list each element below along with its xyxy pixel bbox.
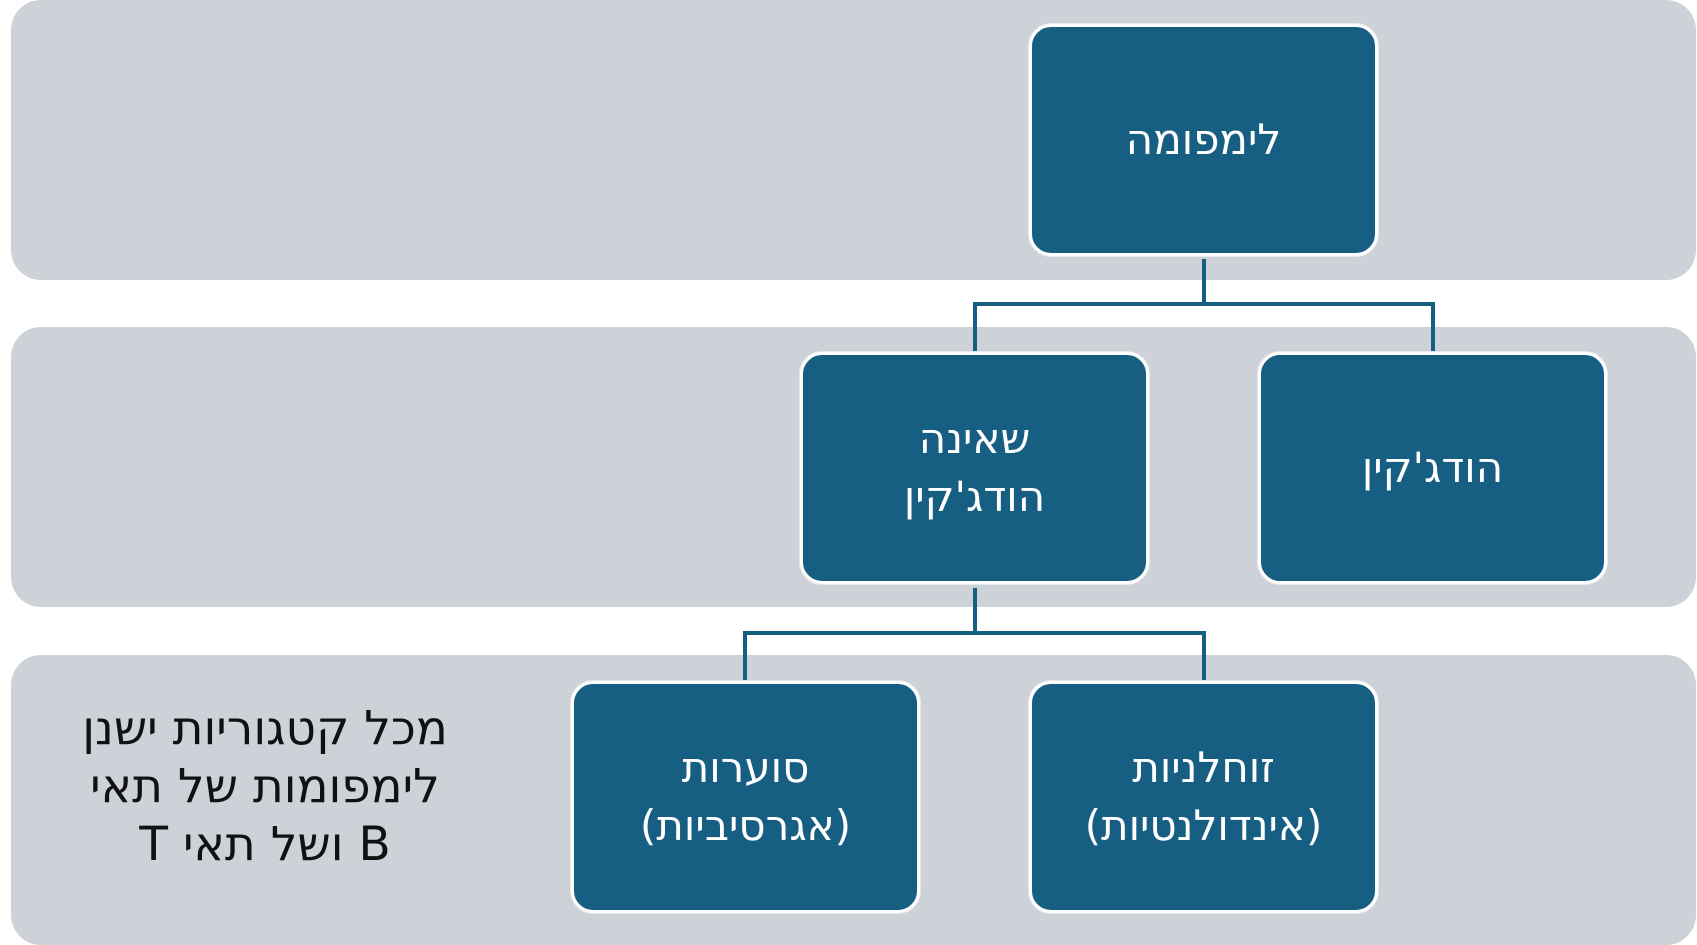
node-aggressive: סוערות (אגרסיביות) <box>571 681 920 913</box>
node-label: סוערות (אגרסיביות) <box>639 743 852 850</box>
node-lymphoma: לימפומה <box>1029 24 1378 256</box>
node-hodgkin: הודג'קין <box>1258 352 1607 584</box>
node-label: זוחלניות (אינדולנטיות) <box>1084 743 1323 850</box>
connector-nonhodgkin-indolent <box>975 631 1206 681</box>
node-non-hodgkin: שאינה הודג'קין <box>800 352 1149 584</box>
node-indolent: זוחלניות (אינדולנטיות) <box>1029 681 1378 913</box>
cell-type-note: מכל קטגוריות ישנן לימפומות של תאי B ושל … <box>82 701 448 872</box>
node-label: לימפומה <box>1125 115 1282 164</box>
connector-nonhodgkin-children <box>743 588 977 681</box>
connector-root-hodgkin <box>1204 302 1435 352</box>
node-label: הודג'קין <box>1361 443 1504 492</box>
connector-root-children <box>973 259 1206 352</box>
node-label: שאינה הודג'קין <box>903 414 1046 521</box>
level-band-1 <box>11 0 1696 280</box>
